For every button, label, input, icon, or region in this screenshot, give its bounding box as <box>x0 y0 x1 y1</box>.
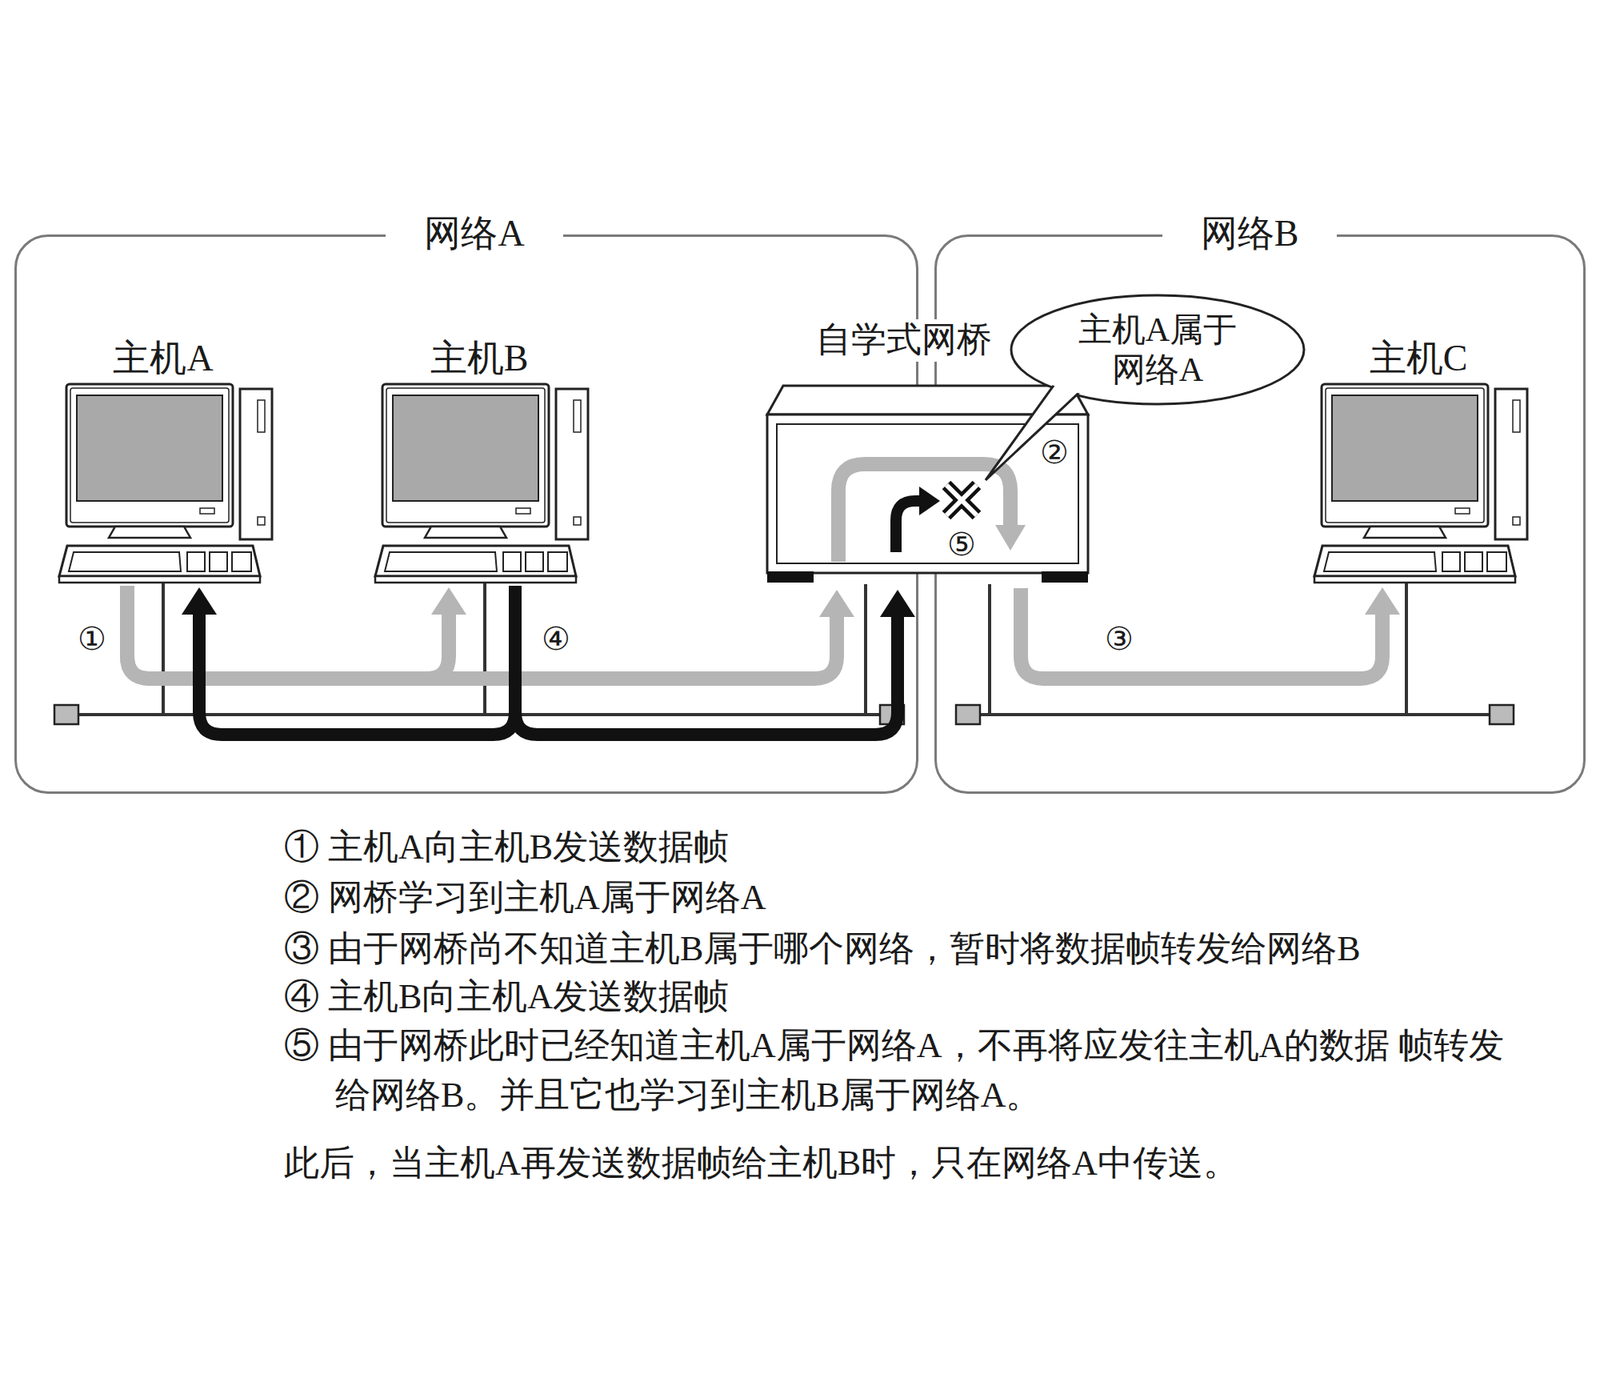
arrowhead <box>995 524 1026 551</box>
host-label: 主机B <box>430 336 529 380</box>
arrowhead <box>1364 587 1400 615</box>
host-computer: 主机A <box>59 336 274 584</box>
drop-cable <box>483 582 487 715</box>
bridge-body <box>767 414 1088 573</box>
bridge-label: 自学式网桥 <box>811 319 997 362</box>
speech-bubble: 主机A属于 网络A <box>1009 293 1306 406</box>
host-computer: 主机B <box>375 336 590 584</box>
host-label: 主机A <box>112 336 213 380</box>
bridge-panel <box>776 424 1079 564</box>
callout-number: ④ <box>541 619 571 658</box>
connector-line <box>199 585 516 735</box>
bubble-text: 主机A属于 网络A <box>1072 309 1244 391</box>
terminator <box>956 704 980 724</box>
connector <box>127 585 855 679</box>
blocked-arrow <box>896 500 921 552</box>
callout-number: ② <box>1040 432 1069 472</box>
connector <box>127 585 467 679</box>
caption-note: ① 主机A向主机B发送数据帧 <box>284 822 1516 872</box>
callout-number: ③ <box>1104 619 1134 658</box>
cross-mark <box>946 484 977 516</box>
connector-line <box>127 585 837 679</box>
forward-arrow <box>838 464 1011 562</box>
bubble-fill <box>1013 297 1302 402</box>
region-title: 网络B <box>1162 211 1338 256</box>
cross-mark <box>946 484 977 516</box>
cross-mark <box>946 484 977 516</box>
terminator <box>1489 704 1514 724</box>
callout-number: ⑤ <box>947 524 976 564</box>
arrowhead <box>181 587 217 615</box>
caption-note: 此后，当主机A再发送数据帧给主机B时，只在网络A中传送。 <box>284 1138 1516 1188</box>
caption-note: ⑤ 由于网桥此时已经知道主机A属于网络A，不再将应发往主机A的数据 帧转发给网络… <box>284 1020 1516 1120</box>
connector <box>1020 587 1400 679</box>
bus-cable <box>968 712 1502 716</box>
arrowhead <box>880 589 916 617</box>
bubble-outline <box>1009 293 1306 406</box>
connector-line <box>1020 588 1383 679</box>
bubble-tail <box>985 380 1083 480</box>
connector-line <box>127 585 449 679</box>
arrowhead <box>919 486 940 516</box>
host-label: 主机C <box>1369 336 1468 380</box>
caption-note: ④ 主机B向主机A发送数据帧 <box>284 972 1516 1022</box>
arrowhead <box>431 587 467 615</box>
connector <box>515 585 916 735</box>
computer-icon <box>375 384 588 583</box>
bridge-foot <box>1041 571 1088 583</box>
connector <box>181 585 516 735</box>
drop-cable <box>161 582 165 715</box>
drop-cable <box>864 584 868 715</box>
drop-cable <box>1404 582 1408 715</box>
connector-line <box>515 585 898 735</box>
caption-note: ③ 由于网桥尚不知道主机B属于哪个网络，暂时将数据帧转发给网络B <box>284 924 1516 974</box>
arrowhead <box>819 589 855 617</box>
terminator <box>54 704 79 724</box>
region-title: 网络A <box>385 211 563 256</box>
host-computer: 主机C <box>1314 336 1529 584</box>
caption-note: ② 网桥学习到主机A属于网络A <box>284 872 1516 923</box>
computer-icon <box>59 384 272 583</box>
cross-mark <box>946 484 977 516</box>
callout-number: ① <box>77 619 107 658</box>
bridge-foot <box>767 571 814 583</box>
bus-cable <box>66 712 892 716</box>
drop-cable <box>988 584 992 715</box>
computer-icon <box>1314 384 1528 583</box>
